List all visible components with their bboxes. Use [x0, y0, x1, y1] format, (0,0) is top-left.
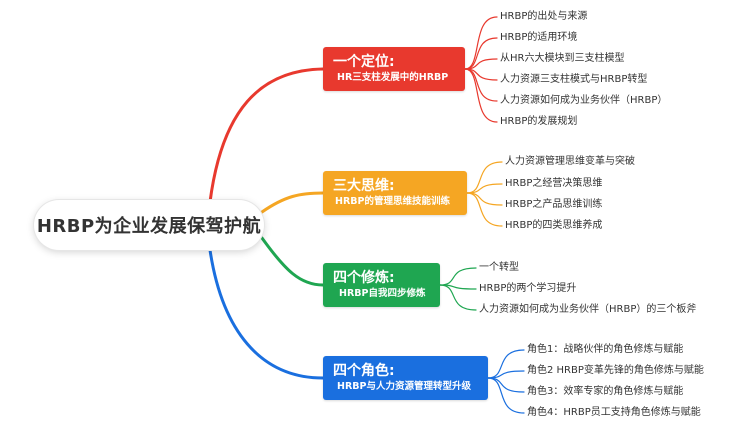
trunk-line	[208, 248, 325, 380]
leaf-item[interactable]: HRBP的两个学习提升	[479, 283, 577, 294]
leaf-item[interactable]: 人力资源如何成为业务伙伴（HRBP）	[500, 95, 668, 106]
leaf-item[interactable]: HRBP的出处与来源	[500, 11, 588, 22]
leaf-item[interactable]: 人力资源管理思维变革与突破	[505, 156, 635, 167]
leaf-item[interactable]: 从HR六大模块到三支柱模型	[500, 53, 625, 64]
branch-roles[interactable]: 四个角色: HRBP与人力资源管理转型升级	[323, 356, 488, 400]
leaf-item[interactable]: HRBP的发展规划	[500, 116, 578, 127]
branch-positioning[interactable]: 一个定位: HR三支柱发展中的HRBP	[323, 47, 465, 91]
leaf-line	[464, 68, 498, 123]
branch-positioning-title: 一个定位:	[333, 54, 395, 70]
leaf-item[interactable]: 人力资源如何成为业务伙伴（HRBP）的三个板斧	[479, 304, 697, 315]
leaf-line	[439, 284, 477, 311]
leaf-line	[487, 377, 525, 393]
leaf-item[interactable]: HRBP之产品思维训练	[505, 199, 603, 210]
branch-cultivation[interactable]: 四个修炼: HRBP自我四步修炼	[323, 263, 440, 307]
trunk-line	[208, 67, 325, 204]
leaf-item[interactable]: 角色2 HRBP变革先锋的角色修炼与赋能	[527, 365, 704, 376]
leaf-line	[466, 161, 503, 194]
branch-cultivation-subtitle: HRBP自我四步修炼	[339, 288, 426, 299]
trunk-line	[260, 236, 325, 287]
leaf-item[interactable]: HRBP的四类思维养成	[505, 220, 603, 231]
branch-thinking-subtitle: HRBP的管理思维技能训练	[335, 196, 450, 207]
leaf-item[interactable]: 角色4：HRBP员工支持角色修炼与赋能	[527, 407, 701, 418]
leaf-line	[466, 192, 503, 227]
root-title: HRBP为企业发展保驾护航	[36, 216, 262, 237]
branch-roles-subtitle: HRBP与人力资源管理转型升级	[337, 381, 471, 392]
leaf-item[interactable]: HRBP的适用环境	[500, 32, 578, 43]
leaf-item[interactable]: 一个转型	[479, 262, 519, 273]
leaf-line	[487, 349, 525, 379]
branch-positioning-subtitle: HR三支柱发展中的HRBP	[337, 72, 449, 83]
root-node[interactable]: HRBP为企业发展保驾护航	[34, 200, 264, 250]
leaf-line	[439, 267, 477, 286]
branch-roles-title: 四个角色:	[333, 363, 395, 379]
leaf-line	[464, 37, 498, 70]
leaf-line	[464, 68, 498, 102]
branch-thinking-title: 三大思维:	[333, 178, 395, 194]
trunk-line	[260, 191, 325, 214]
branch-cultivation-title: 四个修炼:	[333, 270, 395, 286]
branch-thinking[interactable]: 三大思维: HRBP的管理思维技能训练	[323, 171, 467, 215]
leaf-item[interactable]: 角色3：效率专家的角色修炼与赋能	[527, 386, 684, 397]
leaf-item[interactable]: 人力资源三支柱模式与HRBP转型	[500, 74, 648, 85]
leaf-item[interactable]: 角色1：战略伙伴的角色修炼与赋能	[527, 344, 684, 355]
leaf-item[interactable]: HRBP之经营决策思维	[505, 178, 603, 189]
leaf-line	[487, 377, 525, 414]
